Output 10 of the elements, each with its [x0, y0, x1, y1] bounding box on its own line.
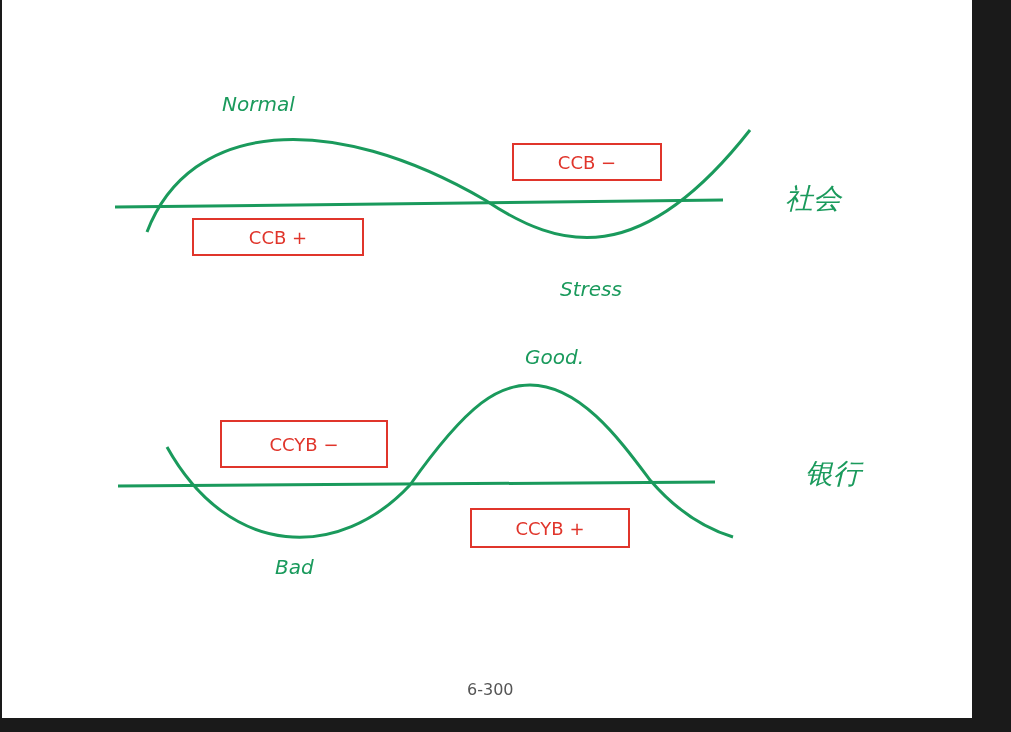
- curve-label: Stress: [560, 277, 622, 301]
- curve-label: Good.: [525, 345, 585, 369]
- side-label: 社会: [785, 181, 841, 217]
- curve-label: Normal: [222, 92, 295, 116]
- label-box: CCB −: [512, 143, 662, 181]
- curve-label: Bad: [275, 555, 314, 579]
- label-box: CCYB −: [220, 420, 388, 468]
- label-box: CCB +: [192, 218, 364, 256]
- page-number: 6-300: [467, 680, 514, 699]
- label-box: CCYB +: [470, 508, 630, 548]
